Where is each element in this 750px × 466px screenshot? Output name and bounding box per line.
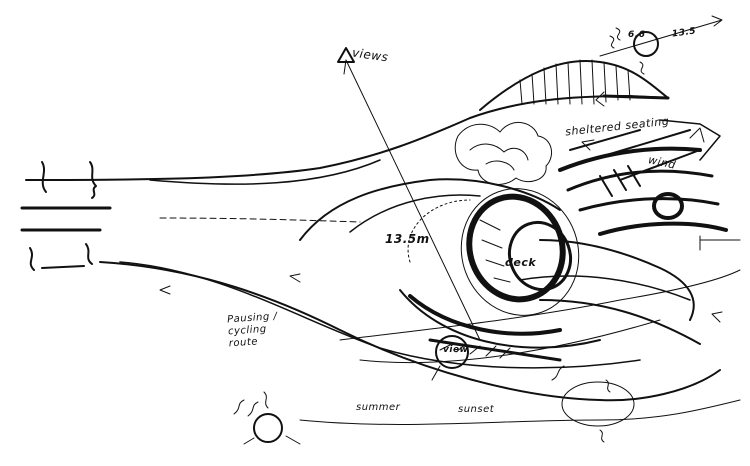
view-axis: [337, 47, 481, 341]
deck-label: deck: [505, 256, 537, 269]
flow-arrows: [159, 127, 723, 323]
route-label: Pausing / cycling route: [226, 310, 278, 350]
vegetation: [454, 122, 553, 185]
sunset-label: sunset: [458, 404, 495, 415]
mound: [479, 59, 670, 111]
sun-symbol-top: [599, 15, 723, 75]
angle-label-left: 6.6: [628, 30, 646, 40]
promenade-outline: [25, 95, 721, 402]
canopy-cluster: [519, 119, 741, 345]
water-lines: [20, 161, 112, 271]
sweep-lines: [299, 269, 741, 425]
summer-label: summer: [356, 402, 401, 413]
sunset-circles: [551, 365, 635, 443]
central-deck: [399, 188, 601, 362]
view-pavilion: [431, 335, 469, 381]
view-label: view: [443, 345, 469, 355]
sun-symbol-bottom: [233, 391, 301, 445]
angle-label-mid: 13.5m: [385, 232, 430, 246]
